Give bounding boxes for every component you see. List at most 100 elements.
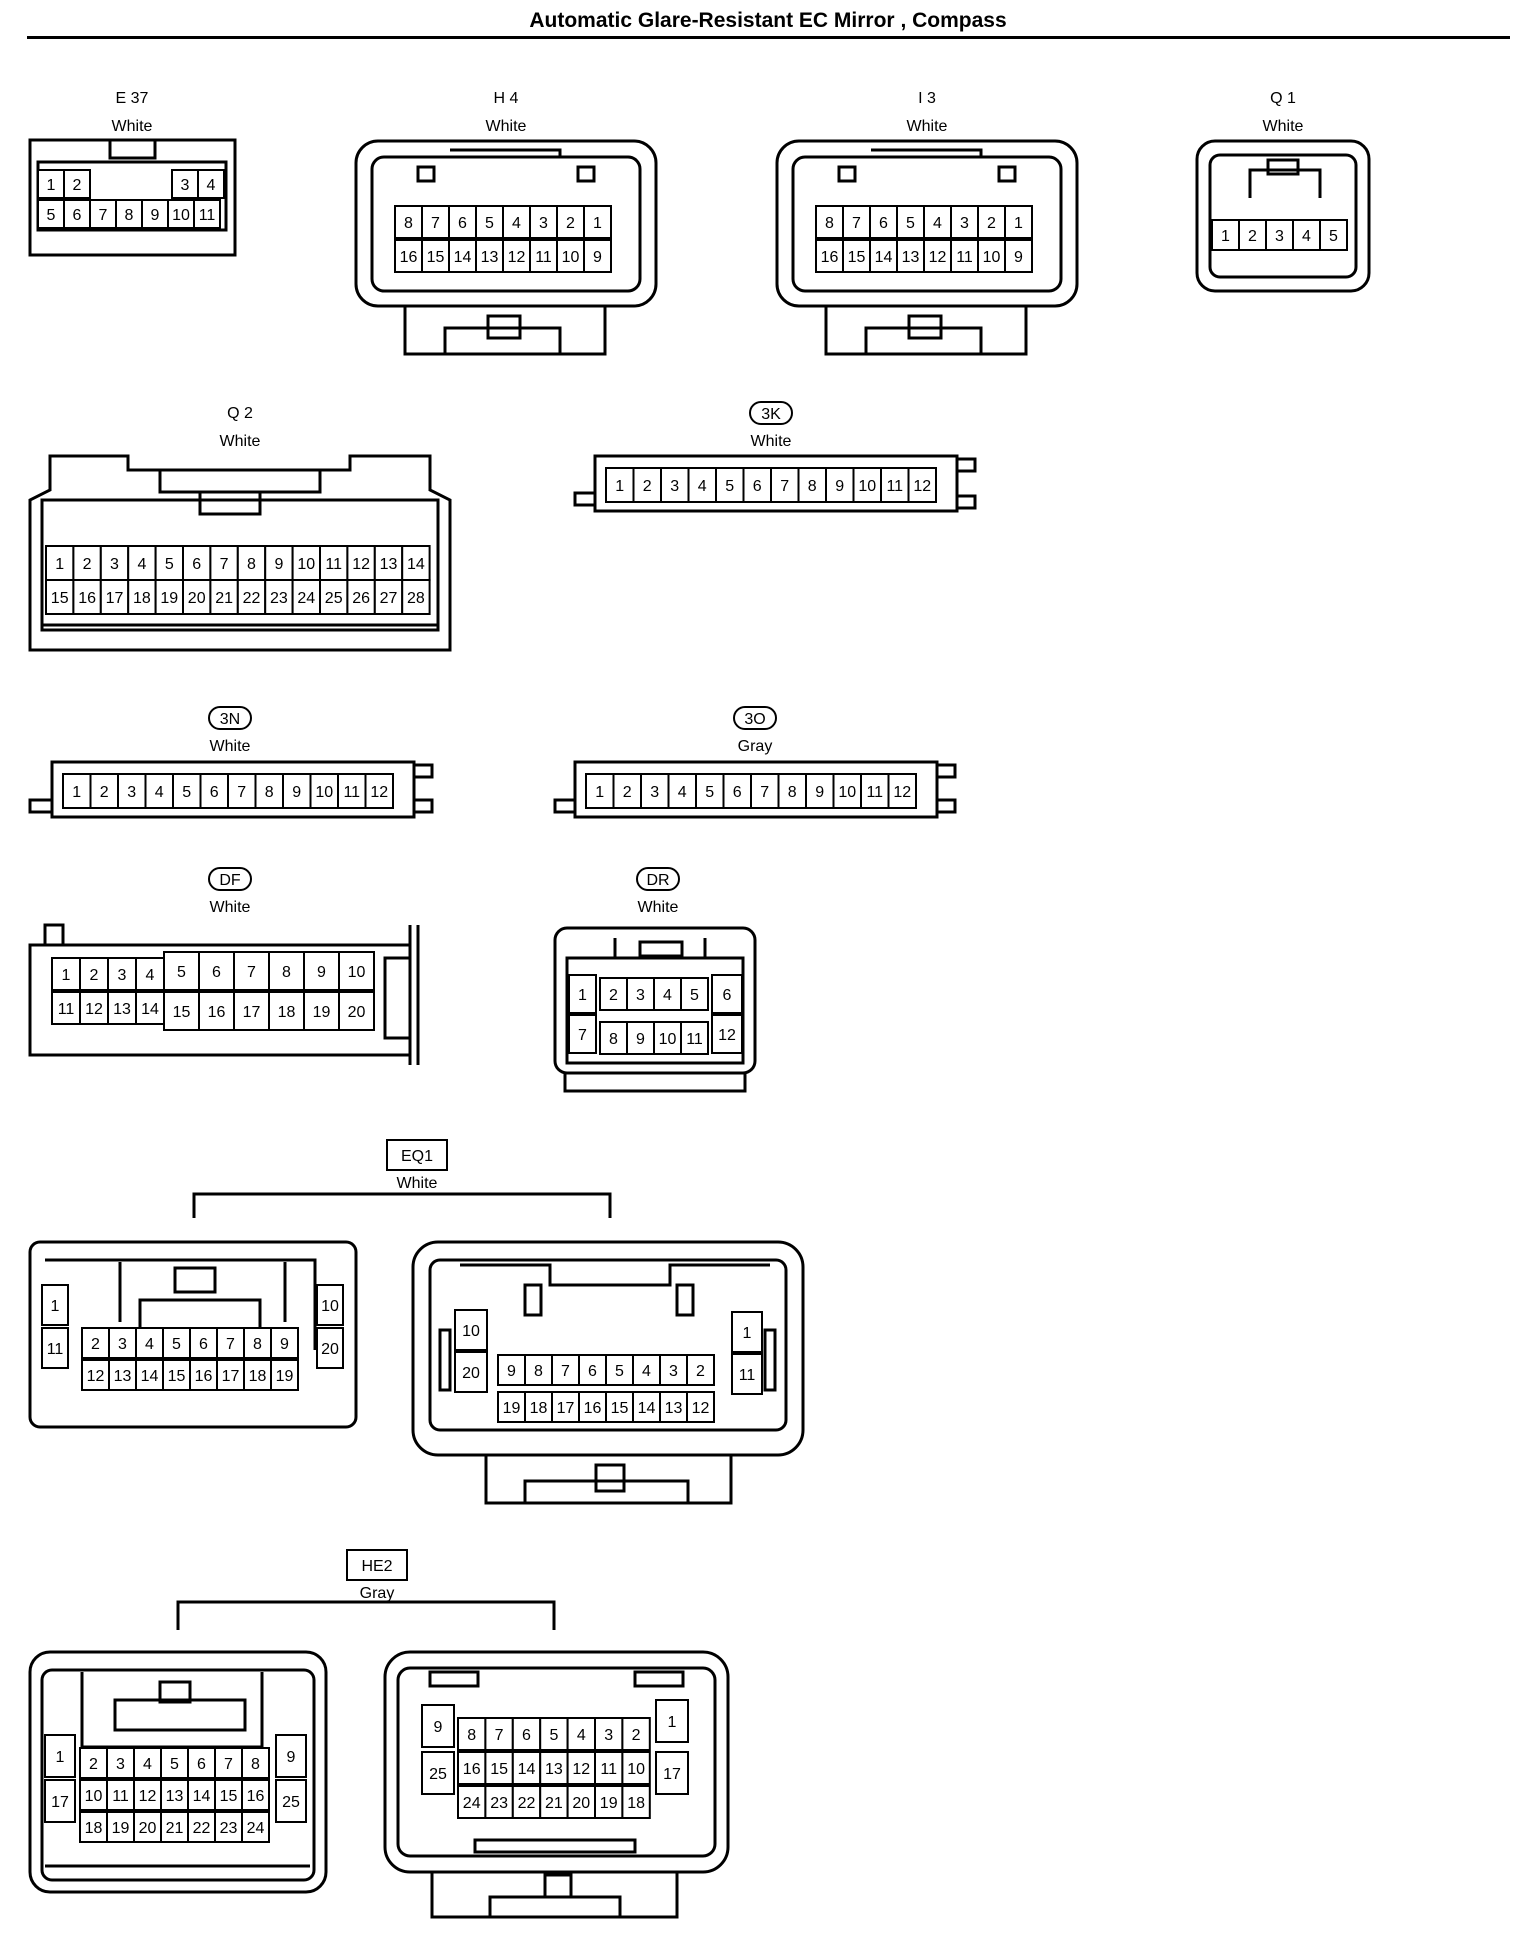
df-pin-3-cavity: [107, 957, 137, 991]
he2l-pin-10-number: 10: [85, 1788, 103, 1805]
eq1r-pin-9-number: 9: [507, 1363, 516, 1380]
dr-pin-2-cavity: [599, 977, 628, 1011]
eq1l-pin-12-cavity: [81, 1359, 110, 1391]
df-pin-10-number: 10: [348, 964, 366, 981]
3o-pin-10-number: 10: [838, 784, 856, 801]
color-3o: Gray: [738, 738, 773, 755]
3n-pin-4-cavity: [144, 773, 174, 809]
h4-pin-9-number: 9: [593, 249, 602, 266]
q2-pin-27-number: 27: [380, 590, 398, 607]
i3-pin-14-number: 14: [875, 249, 893, 266]
eq1l-pin-3-number: 3: [118, 1336, 127, 1353]
he2r-pin-22-number: 22: [518, 1795, 536, 1812]
he2l-pin-14-number: 14: [193, 1788, 211, 1805]
he2r-pin-10-number: 10: [627, 1761, 645, 1778]
3k-pin-10-cavity: [852, 467, 882, 503]
e37-pin-1-number: 1: [47, 177, 56, 194]
color-i3: White: [907, 118, 948, 135]
i3-pin-10-number: 10: [983, 249, 1001, 266]
dr-pin-5-cavity: [680, 977, 709, 1011]
he2r-pin-17-cavity: [655, 1751, 689, 1795]
h4-pin-1-number: 1: [593, 215, 602, 232]
eq1l-pin-5-number: 5: [172, 1336, 181, 1353]
3k-pin-2-number: 2: [643, 478, 652, 495]
3o-pin-11-number: 11: [866, 784, 883, 801]
e37-pin-2-number: 2: [73, 177, 82, 194]
connector-e37-outline: [28, 138, 237, 257]
i3-pin-5-cavity: [896, 205, 925, 239]
q2-pin-7-cavity: [209, 545, 239, 581]
3n-pin-9-cavity: [282, 773, 312, 809]
df-pin-13-number: 13: [113, 1001, 131, 1018]
q2-pin-1-cavity: [45, 545, 75, 581]
3k-pin-3-cavity: [660, 467, 690, 503]
connector-3o-outline: [553, 760, 957, 819]
eq1r-pin-2-cavity: [686, 1354, 715, 1386]
he2l-pin-10-cavity: [79, 1779, 108, 1811]
he2r-pin-16-number: 16: [463, 1761, 481, 1778]
i3-pin-16-cavity: [815, 239, 844, 273]
dr-pin-12-cavity: [711, 1014, 743, 1054]
dr-pin-8-number: 8: [609, 1031, 618, 1048]
eq1l-pin-7-number: 7: [226, 1336, 235, 1353]
3o-pin-4-cavity: [667, 773, 697, 809]
3n-pin-9-number: 9: [292, 784, 301, 801]
dr-pin-1-number: 1: [578, 987, 587, 1004]
h4-pin-16-number: 16: [400, 249, 418, 266]
3o-pin-11-cavity: [860, 773, 890, 809]
color-3k: White: [751, 433, 792, 450]
q2-pin-5-cavity: [154, 545, 185, 581]
q2-pin-8-cavity: [236, 545, 267, 581]
3n-pin-3-number: 3: [127, 784, 136, 801]
i3-pin-7-cavity: [842, 205, 871, 239]
eq1l-pin-1-cavity: [41, 1284, 69, 1326]
3n-pin-10-cavity: [309, 773, 339, 809]
h4-pin-13-number: 13: [481, 249, 499, 266]
he2r-pin-14-number: 14: [518, 1761, 536, 1778]
df-pin-7-cavity: [233, 951, 270, 991]
he2r-pin-9-number: 9: [434, 1719, 443, 1736]
eq1r-pin-20-number: 20: [462, 1365, 480, 1382]
dr-pin-2-number: 2: [609, 987, 618, 1004]
he2r-pin-8-number: 8: [467, 1727, 476, 1744]
eq1r-pin-19-number: 19: [503, 1400, 521, 1417]
he2l-pin-17-cavity: [44, 1779, 76, 1823]
he2r-pin-7-number: 7: [495, 1727, 504, 1744]
he2l-pin-16-number: 16: [247, 1788, 265, 1805]
eq1r-pin-1-cavity: [731, 1311, 763, 1353]
q1-pin-2-number: 2: [1248, 228, 1257, 245]
i3-pin-7-number: 7: [852, 215, 861, 232]
label-e37: E 37: [116, 90, 149, 107]
color-e37: White: [112, 118, 153, 135]
he2r-pin-12-cavity: [566, 1751, 596, 1785]
color-h4: White: [486, 118, 527, 135]
df-pin-12-cavity: [79, 991, 109, 1025]
eq1l-pin-11-cavity: [41, 1327, 69, 1369]
3k-pin-1-cavity: [605, 467, 635, 503]
3o-pin-5-number: 5: [705, 784, 714, 801]
he2l-pin-8-number: 8: [251, 1756, 260, 1773]
he2r-pin-1-cavity: [655, 1699, 689, 1743]
dr-pin-12-number: 12: [718, 1027, 736, 1044]
eq1l-pin-4-number: 4: [145, 1336, 154, 1353]
df-pin-19-number: 19: [313, 1004, 331, 1021]
q1-pin-5-cavity: [1319, 219, 1348, 251]
eq1r-pin-18-cavity: [524, 1391, 553, 1423]
dr-pin-6-cavity: [711, 974, 743, 1014]
eq1l-pin-18-number: 18: [249, 1368, 267, 1385]
i3-pin-13-number: 13: [902, 249, 920, 266]
i3-pin-1-cavity: [1004, 205, 1033, 239]
df-pin-5-number: 5: [177, 964, 186, 981]
h4-pin-14-cavity: [448, 239, 477, 273]
color-he2: Gray: [360, 1585, 395, 1602]
h4-pin-5-cavity: [475, 205, 504, 239]
dr-pin-7-cavity: [568, 1014, 597, 1054]
e37-pin-2-cavity: [63, 169, 91, 199]
he2r-pin-2-cavity: [621, 1717, 651, 1751]
label-i3: I 3: [918, 90, 936, 107]
eq1r-pin-11-number: 11: [739, 1367, 756, 1384]
h4-pin-10-number: 10: [562, 249, 580, 266]
he2l-pin-24-cavity: [241, 1811, 270, 1843]
3n-pin-12-cavity: [364, 773, 394, 809]
